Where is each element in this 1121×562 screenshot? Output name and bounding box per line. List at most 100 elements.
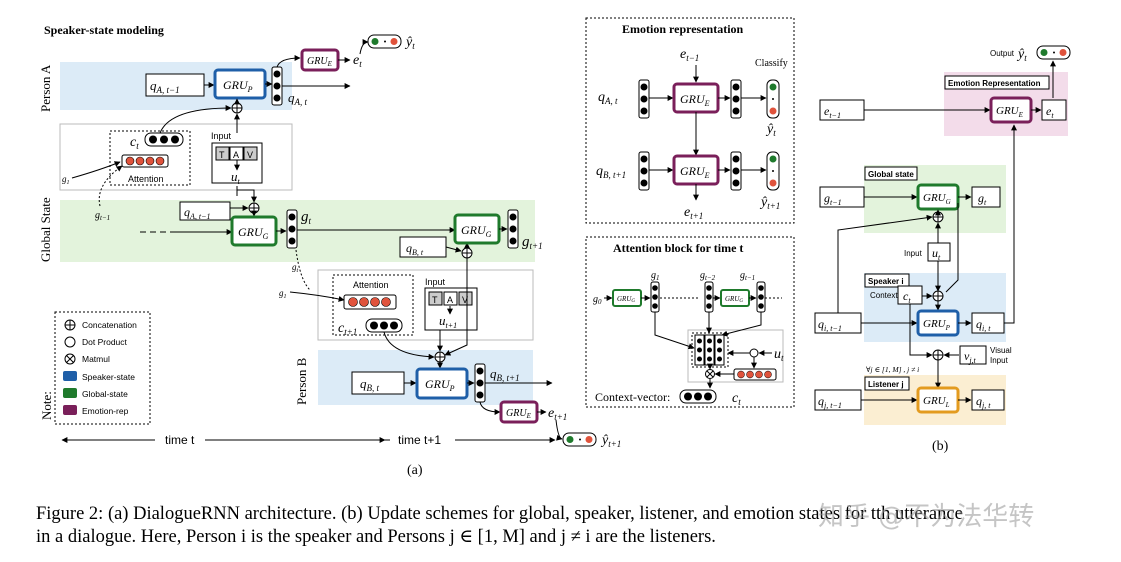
svg-text:GRUG: GRUG	[238, 225, 269, 241]
watermark: 知乎 @不为法华转	[818, 502, 1035, 532]
svg-text:GRUP: GRUP	[223, 78, 253, 94]
legend-global: Global-state	[82, 389, 128, 399]
svg-text:qA, t−1: qA, t−1	[150, 78, 180, 95]
q-b-next-sub: B, t+1	[497, 373, 520, 383]
g-prev-sub-a: t−1	[100, 214, 110, 222]
ab-gtm1-label: g	[740, 270, 745, 281]
pb-y-t-label: ŷ	[1016, 47, 1025, 62]
svg-text:GRUE: GRUE	[506, 408, 532, 420]
svg-text:GRUE: GRUE	[307, 56, 333, 68]
svg-text:ct: ct	[130, 135, 139, 151]
er-y-next-sub: t+1	[767, 201, 780, 211]
legend-dot: Dot Product	[82, 337, 128, 347]
q-a-prev-box-global	[179, 201, 231, 221]
er-e-next-sub: t+1	[690, 211, 703, 221]
g1-sub-a: 1	[67, 180, 70, 186]
svg-text:g1: g1	[279, 288, 287, 300]
svg-text:GRUL: GRUL	[923, 395, 950, 409]
panel-b: Output ŷt Emotion Representation et−1 GR…	[814, 45, 1071, 454]
er-q-b-label: q	[596, 164, 603, 179]
ab-gru-2-sub: G	[739, 299, 743, 304]
e-t-label: e	[353, 53, 359, 68]
svg-text:g0: g0	[593, 294, 602, 306]
ab-gtm1-sub: t−1	[745, 274, 755, 282]
gru-p-b-label: GRU	[425, 377, 451, 391]
pb-e-t-sub: t	[1051, 111, 1054, 120]
pb-gru-e-sub: E	[1018, 111, 1024, 119]
q-a-prev-global-sub: A, t−1	[189, 212, 211, 221]
q-a-prev-global-label: q	[184, 205, 190, 219]
svg-text:GRUE: GRUE	[680, 92, 710, 108]
caption-line-1-tail: th utterance	[876, 504, 963, 524]
svg-text:ut: ut	[231, 169, 241, 186]
svg-text:qA, t: qA, t	[288, 90, 307, 107]
svg-text:qB, t+1: qB, t+1	[596, 164, 626, 180]
pb-global-state-label: Global state	[868, 170, 914, 179]
e-next-sub: t+1	[554, 412, 567, 422]
svg-text:gt: gt	[301, 209, 312, 226]
ab-u-t-sub: t	[781, 353, 784, 363]
er-gru-2-label: GRU	[680, 164, 706, 178]
er-y-next-label: ŷ	[759, 195, 768, 210]
pb-q-j-t-label: q	[976, 394, 982, 408]
legend-speaker: Speaker-state	[82, 372, 135, 382]
q-a-t-sub: A, t	[294, 97, 308, 107]
svg-text:GRUE: GRUE	[680, 164, 710, 180]
svg-text:ŷt: ŷt	[1016, 47, 1027, 63]
ab-gru-2-label: GRU	[725, 295, 740, 303]
svg-text:qB, t+1: qB, t+1	[490, 366, 520, 383]
svg-text:qB, t: qB, t	[360, 376, 379, 393]
pb-y-t-sub: t	[1024, 53, 1027, 63]
svg-text:qj, t−1: qj, t−1	[818, 394, 842, 410]
pb-q-i-prev-sub: i, t−1	[824, 324, 842, 333]
pb-context-label: Context	[870, 291, 898, 300]
tav-t-a: T	[219, 150, 225, 160]
pb-u-t-label: u	[932, 246, 938, 260]
pb-gru-g-sub: G	[946, 198, 951, 206]
attention-label-b: Attention	[353, 280, 389, 290]
q-b-t-label: q	[360, 376, 367, 391]
ab-gtm2-label: g	[700, 270, 705, 281]
pb-input-label: Input	[904, 249, 923, 258]
svg-text:GRUE: GRUE	[996, 105, 1024, 119]
pb-condition-label: ∀j ∈ [1, M] , j ≠ i	[866, 365, 919, 374]
input-label-b: Input	[425, 277, 446, 287]
legend-emotion: Emotion-rep	[82, 406, 129, 416]
caption-line-2: in a dialogue. Here, Person i is the spe…	[36, 527, 716, 547]
context-vector-label: Context-vector:	[595, 390, 670, 404]
svg-text:et+1: et+1	[548, 406, 567, 422]
svg-text:gt+1: gt+1	[522, 234, 543, 251]
svg-text:GRUP: GRUP	[923, 318, 951, 332]
g-next-sub: t+1	[530, 241, 543, 251]
svg-text:GRUG: GRUG	[461, 223, 492, 239]
pb-visual-label: Visual	[990, 346, 1012, 355]
ab-c-t-sub: t	[738, 397, 741, 407]
svg-text:gt−1: gt−1	[824, 191, 842, 207]
figure: Speaker-state modeling Person A Global S…	[38, 17, 1071, 478]
pb-g-prev-label: g	[824, 191, 830, 205]
ab-gtm2-sub: t−2	[705, 274, 716, 282]
legend-matmul: Matmul	[82, 354, 110, 364]
svg-text:GRUG: GRUG	[617, 295, 635, 304]
input-label-a: Input	[211, 131, 232, 141]
ab-u-t-label: u	[774, 347, 781, 362]
svg-text:et−1: et−1	[680, 47, 699, 63]
q-a-prev-label: q	[150, 78, 157, 93]
ab-c-t-label: c	[732, 391, 739, 406]
y-t-label-a: ŷ	[404, 35, 413, 50]
er-y-t-sub: t	[773, 128, 776, 138]
svg-text:ŷt: ŷt	[765, 122, 776, 138]
pb-v-jt-sub: j,t	[968, 356, 976, 365]
classify-label: Classify	[755, 58, 788, 69]
gru-e-b-sub: E	[526, 412, 532, 420]
g1-label-b: g	[279, 288, 284, 298]
svg-text:qj, t: qj, t	[976, 394, 991, 410]
person-a-label: Person A	[38, 64, 53, 112]
svg-text:ut: ut	[774, 347, 784, 363]
ab-g1-sub: 1	[656, 274, 660, 282]
er-q-a-label: q	[598, 90, 605, 105]
y-next-sub-a: t+1	[608, 439, 621, 449]
pb-g-prev-sub: t−1	[830, 198, 842, 207]
pb-visual-input-label: Input	[990, 356, 1009, 365]
c-t-sub-a: t	[136, 141, 139, 151]
